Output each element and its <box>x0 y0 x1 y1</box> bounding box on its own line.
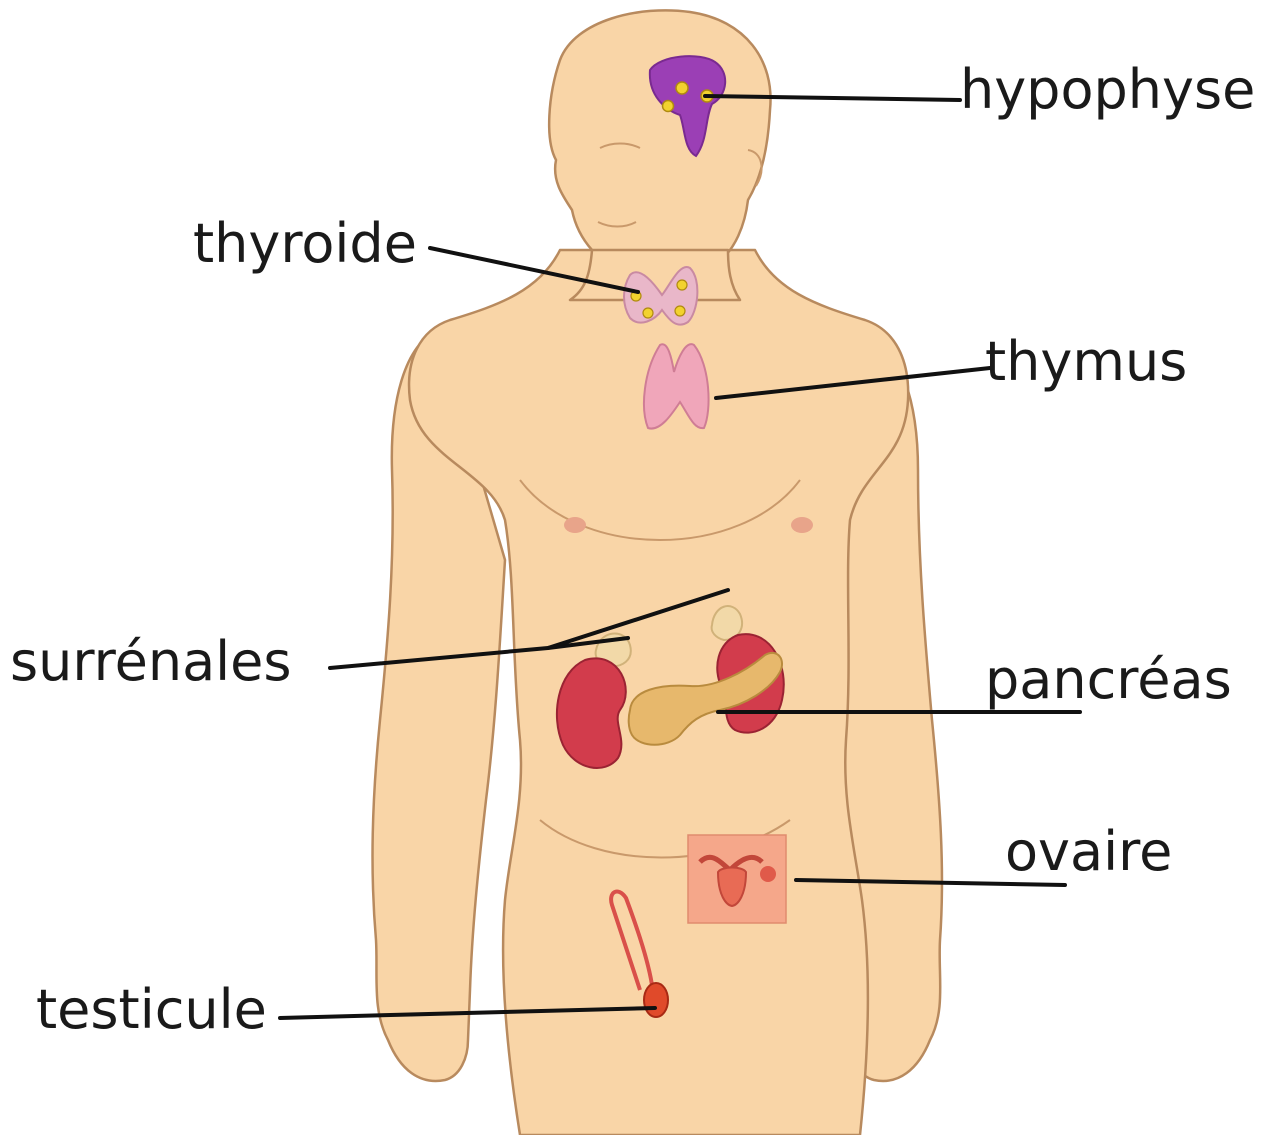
left-kidney <box>557 658 626 768</box>
label-surrenales: surrénales <box>10 630 292 693</box>
gland-dot <box>675 306 685 316</box>
right-nipple <box>791 517 813 533</box>
label-ovaire: ovaire <box>1005 820 1172 883</box>
label-pancreas: pancréas <box>985 648 1232 711</box>
gland-dot <box>677 280 687 290</box>
human-body-figure <box>373 10 942 1135</box>
gland-dot <box>663 101 674 112</box>
label-hypophyse: hypophyse <box>960 58 1255 121</box>
head <box>549 10 770 279</box>
ovary-dot <box>760 866 776 882</box>
label-thymus: thymus <box>985 330 1187 393</box>
ovaire-inset <box>688 835 786 923</box>
label-thyroide: thyroide <box>193 212 417 275</box>
label-testicule: testicule <box>36 978 267 1041</box>
gland-dot <box>643 308 653 318</box>
left-nipple <box>564 517 586 533</box>
testicle-shape <box>644 983 668 1017</box>
gland-dot <box>676 82 688 94</box>
